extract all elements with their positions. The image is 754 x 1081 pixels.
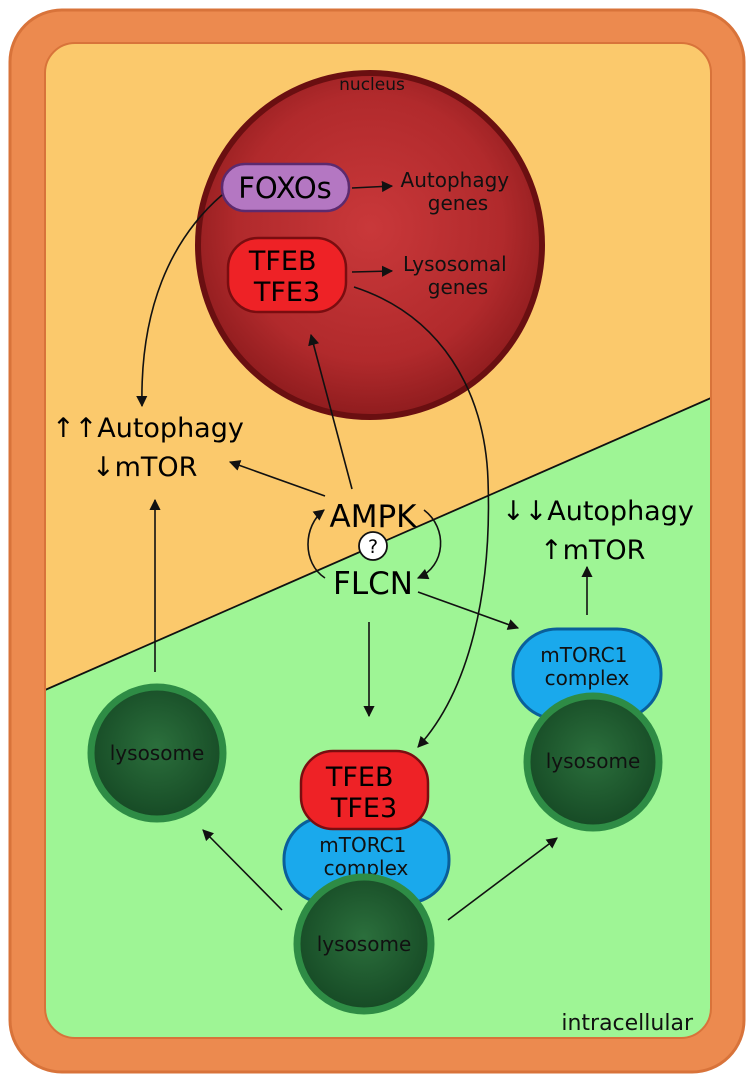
lysosome-right bbox=[523, 692, 663, 832]
arrow-flcn-to-ampk-loop bbox=[307, 509, 326, 579]
arrow-tfeb-export bbox=[353, 286, 490, 748]
cytoplasm-lower-region bbox=[45, 398, 711, 1038]
arrow-ampk-to-nucleus-tfeb bbox=[308, 333, 353, 490]
ampk-label: AMPK bbox=[330, 499, 418, 535]
tfeb-tfe3-nuclear-label: TFEB TFE3 bbox=[248, 246, 325, 308]
foxos-label: FOXOs bbox=[238, 171, 332, 205]
tfeb-tfe3-lysosomal-label: TFEB TFE3 bbox=[325, 762, 402, 824]
arrow-bottom-to-left-lysosome bbox=[202, 829, 283, 911]
autophagy-genes-label: Autophagy genes bbox=[401, 168, 516, 215]
cell-inner-border bbox=[44, 42, 712, 1039]
lysosome-bottom-label: lysosome bbox=[317, 932, 412, 956]
question-circle bbox=[358, 531, 388, 561]
arrow-tfeb-to-genes bbox=[351, 265, 394, 277]
lysosome-left-label: lysosome bbox=[110, 741, 205, 765]
arrow-ampk-to-left-state bbox=[228, 460, 326, 497]
arrow-bottom-to-right-lysosome bbox=[447, 837, 558, 921]
mtorc1-complex-right-label: mTORC1 complex bbox=[540, 643, 633, 690]
left-mtor-label: ↓mTOR bbox=[92, 452, 197, 483]
left-autophagy-label: ↑↑Autophagy bbox=[52, 413, 244, 444]
right-mtor-label: ↑mTOR bbox=[540, 535, 645, 566]
right-autophagy-label: ↓↓Autophagy bbox=[502, 496, 694, 527]
lysosome-bottom bbox=[293, 873, 435, 1015]
arrow-foxos-to-genes bbox=[351, 180, 394, 193]
question-mark: ? bbox=[368, 536, 378, 558]
intracellular-label: intracellular bbox=[561, 1011, 694, 1036]
arrow-foxos-to-autophagy bbox=[136, 194, 223, 408]
nucleus-label: nucleus bbox=[339, 75, 405, 95]
lysosome-left bbox=[87, 683, 227, 823]
arrow-ampk-to-flcn-loop bbox=[416, 509, 442, 580]
mtorc1-complex-bottom-label: mTORC1 complex bbox=[319, 833, 412, 880]
tfeb-tfe3-nuclear-box bbox=[226, 236, 348, 314]
nucleus bbox=[195, 70, 545, 420]
lysosome-right-label: lysosome bbox=[546, 749, 641, 773]
foxos-box bbox=[220, 162, 351, 213]
lysosomal-genes-label: Lysosomal genes bbox=[403, 252, 513, 299]
flcn-label: FLCN bbox=[333, 566, 413, 602]
tfeb-tfe3-lysosomal-box bbox=[299, 749, 430, 831]
arrow-flcn-to-mtorc1 bbox=[417, 591, 520, 630]
